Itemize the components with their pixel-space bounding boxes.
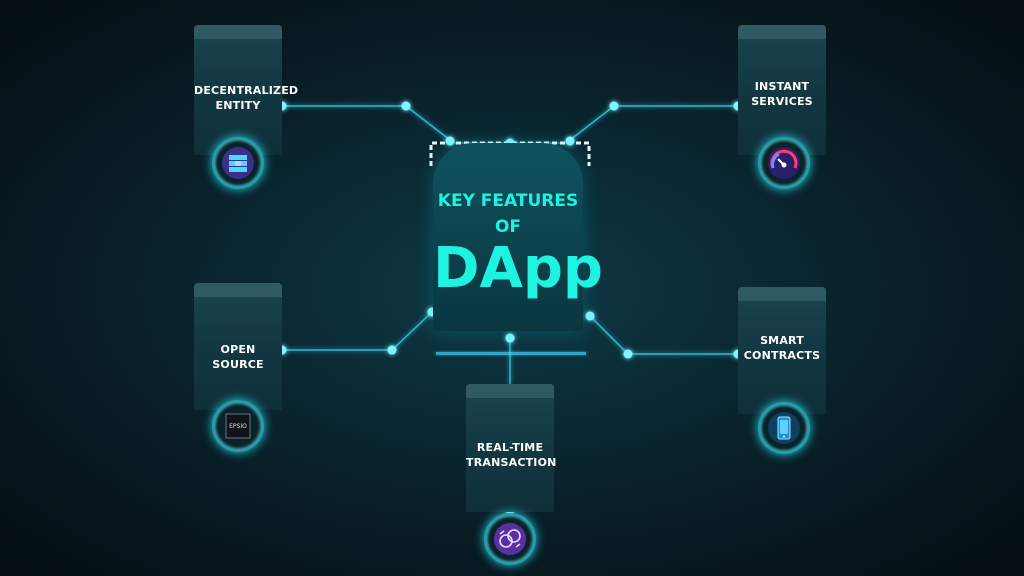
center-title-card: KEY FEATURES OF DApp	[433, 143, 603, 331]
title-dapp: DApp	[433, 236, 603, 301]
node	[445, 136, 455, 146]
cube-stack-icon	[212, 137, 264, 189]
smartphone-icon	[758, 402, 810, 454]
node	[387, 345, 397, 355]
line-smart	[589, 315, 738, 355]
line-decentralized	[282, 105, 451, 141]
speedometer-icon	[758, 137, 810, 189]
line-opensource	[282, 311, 433, 351]
feature-card-open-source: OPEN SOURCE	[194, 283, 282, 410]
node	[401, 101, 411, 111]
processor-chip-icon: EPSIO	[212, 400, 264, 452]
title-of: OF	[494, 217, 522, 237]
currency-exchange-icon	[484, 513, 536, 565]
node	[565, 136, 575, 146]
center-base-glow	[436, 352, 586, 355]
feature-label: OPEN SOURCE	[212, 343, 264, 371]
bracket	[429, 141, 591, 166]
chip-text: EPSIO	[229, 423, 247, 430]
line-instant	[569, 105, 738, 141]
node	[623, 349, 633, 359]
node	[585, 311, 595, 321]
node	[505, 333, 515, 343]
title-key-features: KEY FEATURES	[437, 191, 579, 211]
node	[609, 101, 619, 111]
